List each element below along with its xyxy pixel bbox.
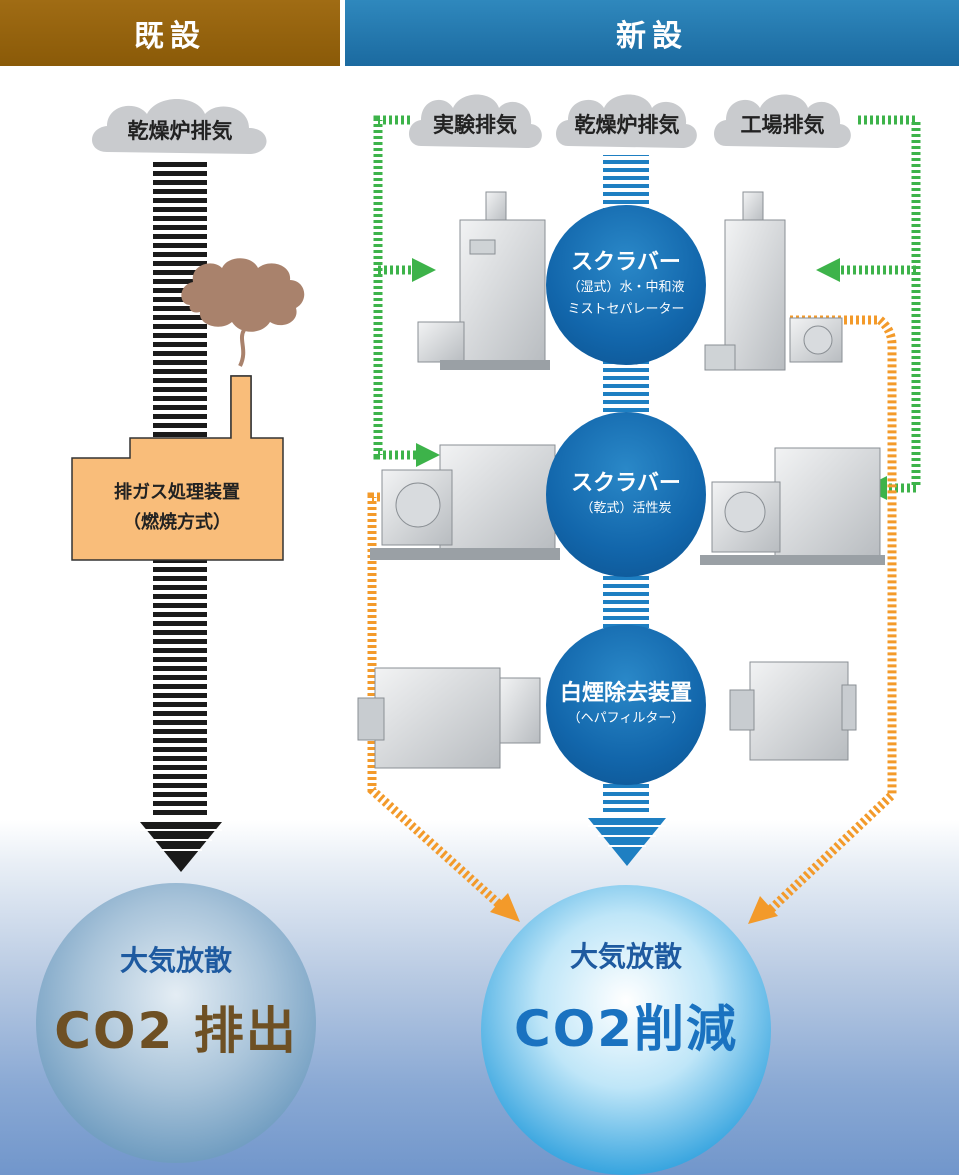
orange-arrowhead-right <box>748 896 778 924</box>
smoke-cloud <box>181 258 305 332</box>
wet-scrubber-left-equipment <box>417 191 550 370</box>
exhaust-treatment-label: 排ガス処理装置 （燃焼方式） <box>72 478 282 538</box>
smoke-trail <box>238 328 246 367</box>
exhaust-treatment-line1: 排ガス処理装置 <box>114 482 240 503</box>
existing-duct-arrowhead <box>140 822 222 872</box>
dry-scrubber-left-equipment <box>370 444 560 560</box>
new-result-text: 大気放散 CO2削減 <box>481 885 771 1175</box>
hepa-filter-right-equipment <box>729 661 857 761</box>
existing-result-circle <box>36 883 316 1163</box>
existing-result-text: 大気放散 CO2 排出 <box>36 883 316 1163</box>
new-duct-arrowhead <box>588 818 666 866</box>
orange-arrowhead-left <box>490 893 520 922</box>
factory-exhaust-cloud: 工場排気 <box>710 84 855 164</box>
dry-scrubber-node: スクラバー （乾式）活性炭 <box>546 412 706 577</box>
wet-scrubber-title: スクラバー <box>571 250 681 275</box>
new-header-label: 新設 <box>616 19 688 54</box>
existing-co2-label: CO2 排出 <box>54 1002 298 1060</box>
existing-header-label: 既設 <box>134 19 206 54</box>
factory-building <box>71 375 284 561</box>
cloud-icon <box>714 94 851 148</box>
existing-release-label: 大気放散 <box>119 944 232 977</box>
dry-scrubber-right-equipment <box>700 447 885 565</box>
green-feed-left <box>373 115 420 460</box>
white-smoke-line1: （ヘパフィルター） <box>567 711 685 726</box>
existing-exhaust-cloud: 乾燥炉排気 <box>85 90 275 170</box>
orange-return-right <box>766 315 897 914</box>
wet-scrubber-line2: ミストセパレーター <box>567 302 685 317</box>
wet-scrubber-node: スクラバー （湿式）水・中和液 ミストセパレーター <box>546 205 706 365</box>
hepa-filter-left-equipment <box>357 667 541 769</box>
lab-exhaust-label: 実験排気 <box>433 113 517 137</box>
dry-scrubber-title: スクラバー <box>571 470 681 496</box>
lab-exhaust-cloud: 実験排気 <box>405 84 545 164</box>
cloud-icon <box>409 94 542 148</box>
cloud-icon <box>92 99 267 154</box>
white-smoke-node: 白煙除去装置 （ヘパフィルター） <box>546 625 706 785</box>
dry-scrubber-line1: （乾式）活性炭 <box>580 500 672 516</box>
green-arrowhead-left-lower <box>416 443 440 467</box>
white-smoke-title: 白煙除去装置 <box>559 681 692 706</box>
green-arrowhead-left-upper <box>412 258 436 282</box>
wet-scrubber-line1: （湿式）水・中和液 <box>567 280 685 295</box>
wet-scrubber-right-equipment <box>704 191 843 371</box>
green-feed-right <box>838 115 921 493</box>
factory-exhaust-label: 工場排気 <box>740 113 825 137</box>
new-header: 新設 <box>345 0 959 66</box>
cloud-icon <box>556 94 697 148</box>
new-result-circle <box>481 885 771 1175</box>
green-arrowhead-right-upper <box>816 258 840 282</box>
exhaust-treatment-line2: （燃焼方式） <box>123 512 231 533</box>
new-dryer-exhaust-label: 乾燥炉排気 <box>574 113 680 137</box>
new-release-label: 大気放散 <box>569 940 682 973</box>
existing-header: 既設 <box>0 0 340 66</box>
new-co2-label: CO2削減 <box>514 1000 738 1058</box>
new-dryer-exhaust-cloud: 乾燥炉排気 <box>552 84 702 164</box>
existing-exhaust-label: 乾燥炉排気 <box>127 119 233 143</box>
